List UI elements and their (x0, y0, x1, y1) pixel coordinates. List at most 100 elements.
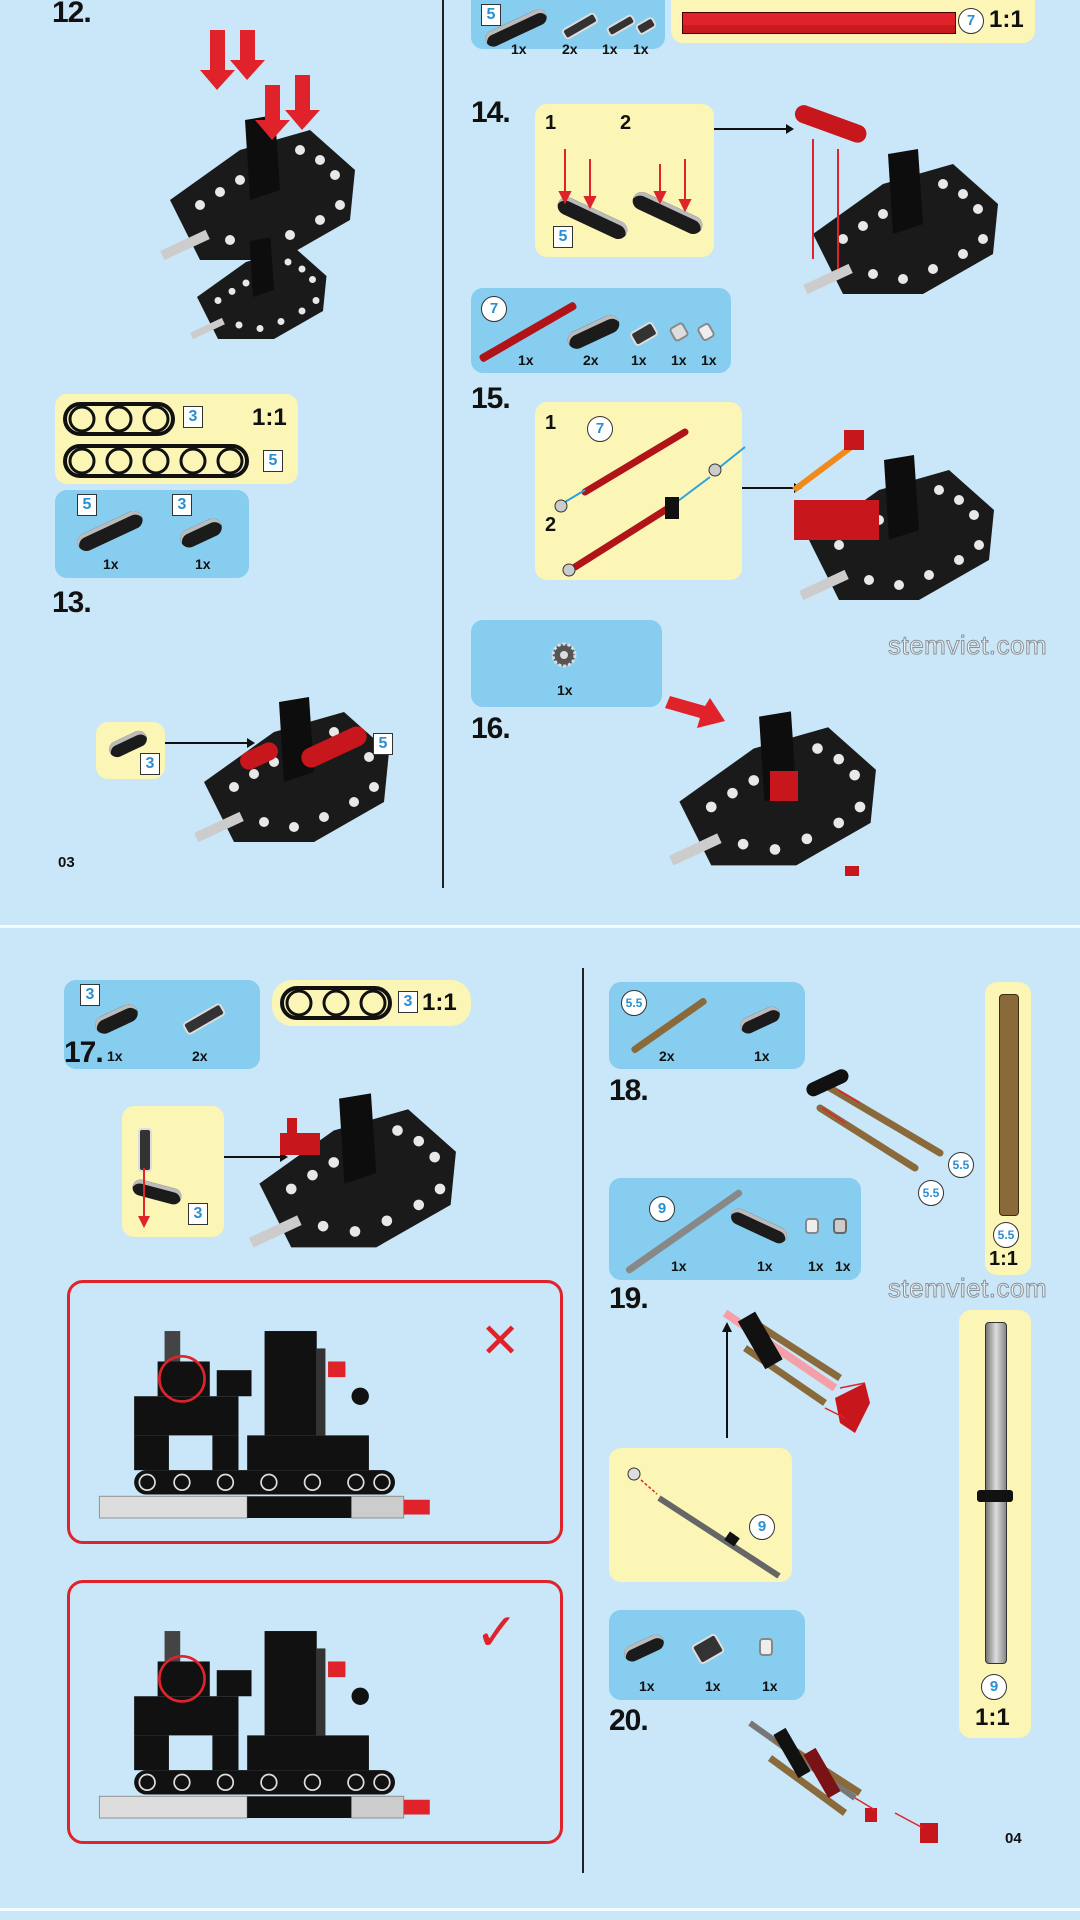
axle-length-badge: 5.5 (993, 1222, 1019, 1248)
step-19-illustration (722, 1309, 870, 1438)
scale-ratio: 1:1 (975, 1704, 1010, 1731)
axle-pin-part-icon (181, 1001, 227, 1037)
step-16-number: 16. (471, 712, 511, 745)
part-quantity: 2x (583, 352, 599, 368)
step-15-number: 15. (471, 382, 511, 415)
substep-number: 2 (545, 514, 557, 536)
step-20-number: 20. (609, 1704, 649, 1737)
step-14-model-illustration (794, 105, 998, 295)
part-quantity: 2x (192, 1048, 208, 1064)
step-12-model-illustration (160, 30, 355, 340)
part-quantity: 1x (639, 1678, 655, 1694)
parts-list-step-13: 5 1x 3 1x (55, 490, 249, 578)
parts-list-step-17: 3 1x 2x (64, 980, 260, 1069)
step-16-model-illustration (665, 696, 876, 876)
beam-3-part-icon (92, 1001, 141, 1037)
axle-length-badge: 5.5 (948, 1152, 974, 1178)
wrong-mark-icon: ✕ (480, 1315, 521, 1368)
callout-arrow (165, 738, 255, 748)
bush-part-icon (805, 1218, 819, 1234)
pin-part-icon (605, 13, 637, 38)
beam-length-badge: 5 (77, 494, 97, 516)
part-quantity: 1x (671, 352, 687, 368)
part-quantity: 1x (602, 41, 618, 57)
scale-reference-box: 3 1:1 5 (55, 394, 298, 484)
red-insert-arrow (138, 1168, 150, 1228)
step-19-number: 19. (609, 1282, 649, 1315)
beam-length-badge: 5 (373, 733, 393, 755)
bush-part-icon (695, 321, 717, 343)
red-insert-arrows (558, 149, 692, 213)
part-quantity: 1x (633, 41, 649, 57)
watermark: stemviet.com (887, 630, 1048, 661)
parts-list-step-15: 7 1x 2x 1x 1x 1x (471, 288, 731, 373)
parts-list-step-18: 5.5 2x 1x (609, 982, 805, 1069)
step-18-number: 18. (609, 1074, 649, 1107)
page-number: 04 (1005, 1830, 1022, 1847)
beam-length-badge: 5 (553, 226, 573, 248)
axle-9-scale-box: 9 1:1 (959, 1310, 1031, 1738)
step-18-illustration (806, 1069, 944, 1172)
beam-length-badge: 5 (481, 4, 501, 26)
substep-number: 1 (545, 112, 557, 134)
page-number: 03 (58, 854, 75, 871)
page-separator (0, 925, 1080, 928)
part-quantity: 1x (511, 41, 527, 57)
axle-stop-ring (977, 1490, 1013, 1502)
step-14-number: 14. (471, 96, 511, 129)
page-04: 3 1x 2x 3 1:1 17. 3 ✕ ✓ 5.5 2x 1x 18. 5.… (0, 928, 1080, 1908)
correct-side-view-illustration (98, 1630, 431, 1819)
beam-length-badge: 3 (80, 984, 100, 1006)
axle-length-badge: 5.5 (621, 990, 647, 1016)
red-axle-7-icon (682, 12, 956, 34)
beam-3-part-icon (737, 1003, 783, 1037)
beam-3-scale-box: 3 1:1 (272, 980, 471, 1026)
axle-5.5-scale-box: 5.5 1:1 (985, 982, 1031, 1275)
pin-part-icon (634, 15, 658, 37)
axle-length-badge: 9 (649, 1196, 675, 1222)
bush-part-icon (668, 321, 690, 343)
cross-block-part-icon (690, 1632, 726, 1666)
brown-axle-5.5-icon (999, 994, 1019, 1216)
axle-length-badge: 9 (981, 1674, 1007, 1700)
incorrect-side-view-illustration (98, 1330, 431, 1519)
bent-beam-part-icon (564, 312, 623, 352)
part-quantity: 1x (195, 556, 211, 572)
axle-7-scale-box: 7 1:1 (671, 0, 1035, 43)
step-19-subassembly-callout: 9 (609, 1448, 792, 1582)
axle-length-badge: 7 (481, 296, 507, 322)
substep-number: 1 (545, 412, 557, 434)
callout-arrow (714, 124, 794, 134)
part-quantity: 1x (762, 1678, 778, 1694)
beam-length-badge: 5 (263, 450, 283, 472)
parts-list-step-19: 9 1x 1x 1x 1x (609, 1178, 861, 1280)
scale-ratio: 1:1 (252, 404, 287, 431)
beam-5-outline-icon (63, 444, 249, 478)
bush-part-icon (759, 1638, 773, 1656)
beam-length-badge: 3 (140, 753, 160, 775)
beam-3-outline-icon (280, 986, 392, 1020)
step-12-number: 12. (52, 0, 92, 29)
column-divider (582, 968, 584, 1873)
step-13-number: 13. (52, 586, 92, 619)
beam-length-badge: 3 (172, 494, 192, 516)
watermark: stemviet.com (887, 1273, 1048, 1304)
step-13-model-illustration (194, 697, 389, 843)
step-17-number: 17. (64, 1036, 104, 1069)
scale-ratio: 1:1 (989, 6, 1024, 33)
part-quantity: 1x (754, 1048, 770, 1064)
part-quantity: 1x (705, 1678, 721, 1694)
scale-ratio: 1:1 (989, 1248, 1018, 1270)
part-quantity: 1x (631, 352, 647, 368)
step-15-subassembly-illustration (554, 428, 746, 577)
correct-assembly-example: ✓ (67, 1580, 563, 1844)
parts-list-step-14: 5 1x 2x 1x 1x (471, 0, 665, 57)
part-quantity: 2x (562, 41, 578, 57)
bush-part-icon (833, 1218, 847, 1234)
red-down-arrows (200, 30, 320, 140)
beam-3-outline-icon (63, 402, 175, 436)
pin-part-icon (560, 11, 600, 41)
page-bottom-edge (0, 1908, 1080, 1911)
substep-number: 2 (620, 112, 632, 134)
step-13-subassembly-callout: 3 (96, 722, 165, 779)
